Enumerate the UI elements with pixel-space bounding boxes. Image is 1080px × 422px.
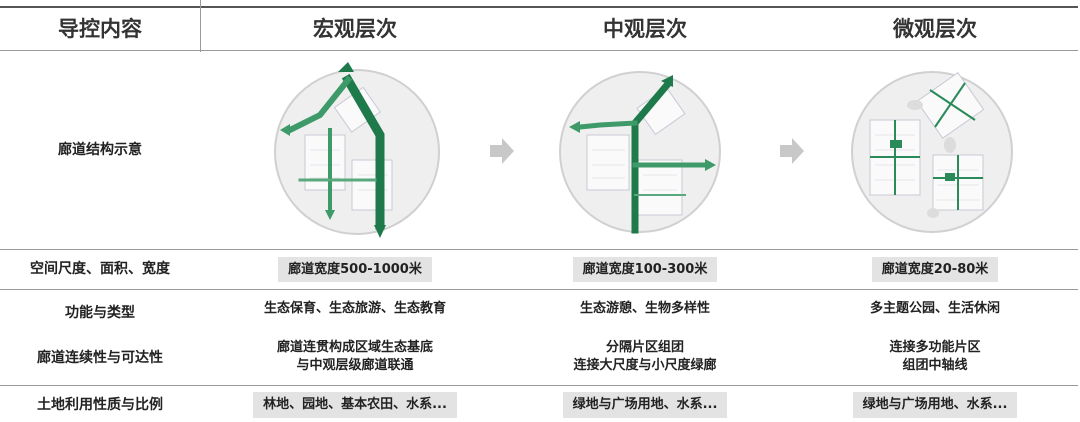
table-top-border (0, 6, 1078, 8)
row-label-width: 空间尺度、面积、宽度 (30, 261, 170, 278)
macro-landuse-badge: 林地、园地、基本农田、水系... (253, 392, 457, 418)
micro-width-cell: 廊道宽度20-80米 (790, 250, 1080, 289)
row-divider (0, 385, 1078, 386)
row-label-structure: 廊道结构示意 (58, 142, 142, 159)
micro-continuity-text: 连接多功能片区 组团中轴线 (889, 340, 981, 373)
micro-landuse-cell: 绿地与广场用地、水系... (790, 388, 1080, 422)
macro-corridor-diagram (274, 62, 440, 238)
row-label-landuse: 土地利用性质与比例 (37, 396, 163, 413)
header-meso-level: 中观层次 (603, 16, 687, 41)
header-micro-level: 微观层次 (893, 16, 977, 41)
row-label-function: 功能与类型 (65, 304, 135, 321)
meso-continuity-text: 分隔片区组团 连接大尺度与小尺度绿廊 (573, 340, 717, 373)
row-label-continuity: 廊道连续性与可达性 (37, 349, 163, 366)
micro-width-badge: 廊道宽度20-80米 (871, 256, 999, 283)
header-column-divider (200, 0, 201, 52)
macro-landuse-cell: 林地、园地、基本农田、水系... (210, 388, 500, 422)
micro-function-text: 多主题公园、生活休闲 (869, 301, 1000, 317)
header-macro-level: 宏观层次 (313, 16, 397, 41)
header-guidance-content: 导控内容 (58, 16, 142, 41)
right-arrow-icon (490, 138, 514, 164)
row-divider (0, 289, 1078, 290)
meso-landuse-cell: 绿地与广场用地、水系... (500, 388, 790, 422)
meso-width-cell: 廊道宽度100-300米 (500, 250, 790, 289)
meso-function-text: 生态游憩、生物多样性 (579, 301, 710, 317)
macro-continuity-text: 廊道连贯构成区域生态基底 与中观层级廊道联通 (276, 340, 433, 373)
header-divider (0, 50, 1078, 51)
right-arrow-icon (780, 138, 804, 164)
macro-width-cell: 廊道宽度500-1000米 (210, 250, 500, 289)
micro-corridor-diagram (851, 71, 1013, 233)
meso-landuse-badge: 绿地与广场用地、水系... (562, 392, 728, 418)
meso-corridor-diagram (559, 71, 721, 234)
macro-function-text: 生态保育、生态旅游、生态教育 (263, 301, 446, 317)
row-divider (0, 249, 1078, 250)
meso-width-badge: 廊道宽度100-300米 (572, 256, 718, 283)
micro-landuse-badge: 绿地与广场用地、水系... (852, 392, 1018, 418)
macro-width-badge: 廊道宽度500-1000米 (278, 256, 432, 283)
